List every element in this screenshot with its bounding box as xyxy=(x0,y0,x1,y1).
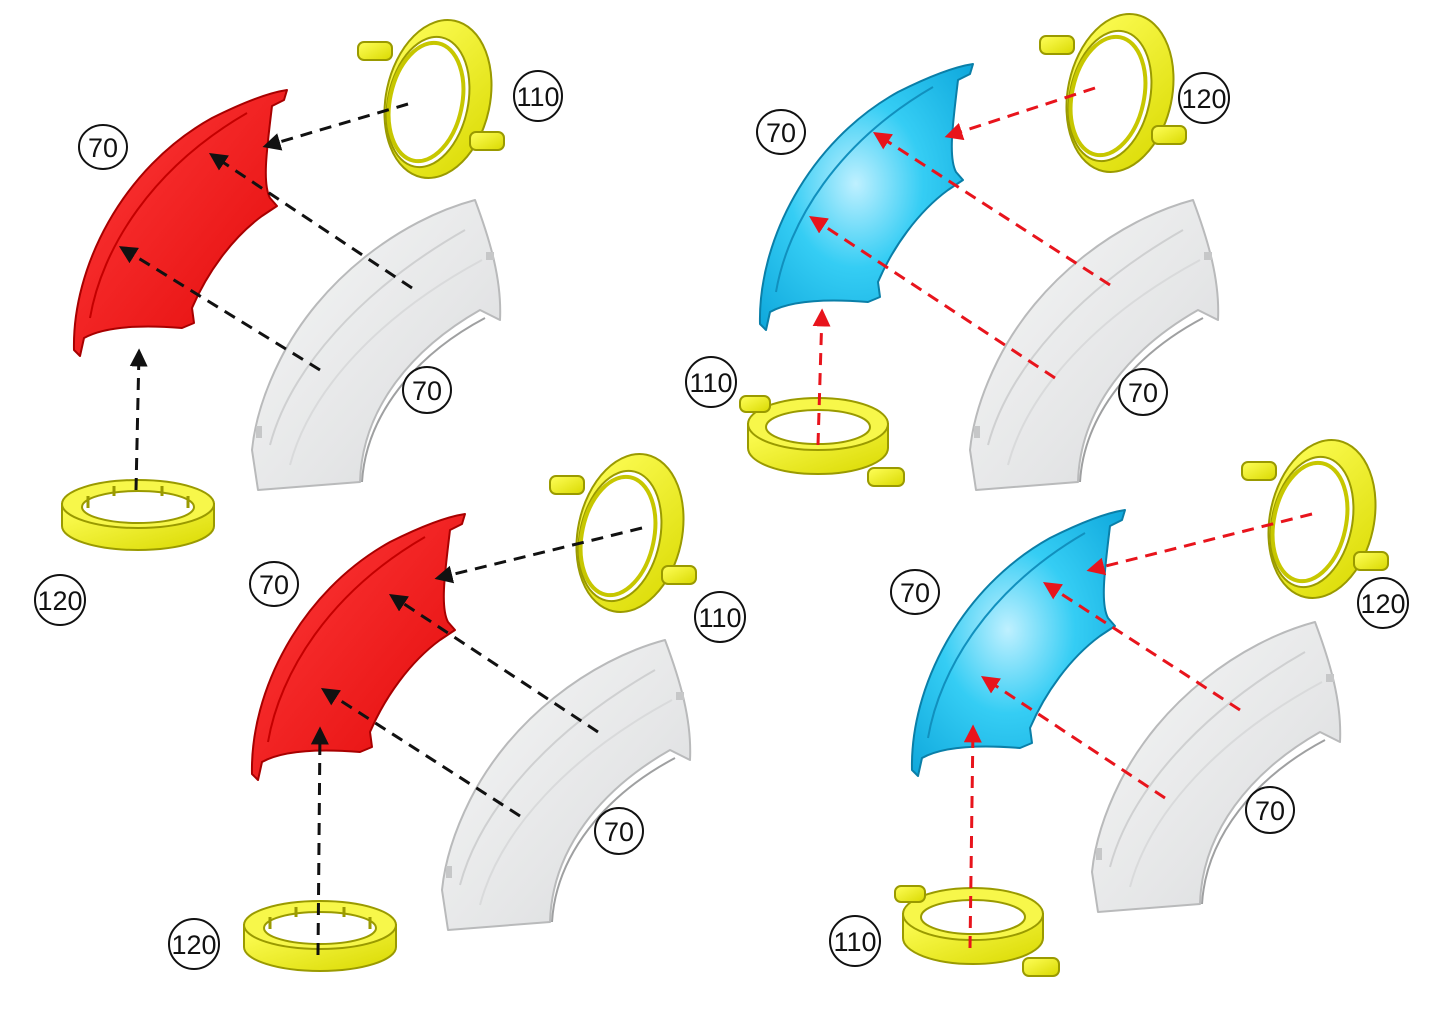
callout-section: 70 xyxy=(757,110,805,154)
callout-label: 110 xyxy=(689,368,732,398)
callout-side-ring: 120 xyxy=(1358,578,1408,628)
callout-section: 70 xyxy=(891,570,939,614)
callout-label: 110 xyxy=(833,927,876,957)
panel-top-right xyxy=(740,4,1218,490)
ring-part-flat xyxy=(244,901,396,971)
callout-label: 70 xyxy=(259,570,289,600)
callout-elbow: 70 xyxy=(403,367,451,413)
callout-label: 110 xyxy=(516,82,559,112)
callout-label: 120 xyxy=(171,930,216,960)
callout-bottom-ring: 120 xyxy=(35,575,85,625)
ring-part-flat xyxy=(62,480,214,550)
callout-label: 70 xyxy=(604,817,634,847)
callout-elbow: 70 xyxy=(595,808,643,854)
elbow-part xyxy=(442,640,690,930)
callout-elbow: 70 xyxy=(1119,369,1167,415)
callout-label: 120 xyxy=(1181,84,1226,114)
panel-bottom-left xyxy=(244,444,697,971)
ring-part-side xyxy=(358,10,505,188)
callout-label: 120 xyxy=(37,586,82,616)
callout-label: 110 xyxy=(698,603,741,633)
ring-part-flat xyxy=(895,886,1059,976)
callout-label: 70 xyxy=(1255,796,1285,826)
callout-bottom-ring: 110 xyxy=(830,916,880,966)
ring-part-flat xyxy=(740,396,904,486)
callout-side-ring: 120 xyxy=(1179,73,1229,123)
elbow-part xyxy=(970,200,1218,490)
elbow-part xyxy=(1092,622,1340,912)
callout-section: 70 xyxy=(250,562,298,606)
section-part-blue xyxy=(760,64,973,330)
section-part-blue xyxy=(912,510,1125,776)
ring-part-side xyxy=(1242,430,1389,608)
elbow-part xyxy=(252,200,500,490)
panel-top-left xyxy=(62,10,505,550)
callout-bottom-ring: 110 xyxy=(686,357,736,407)
section-part-red xyxy=(252,514,465,780)
ring-part-side xyxy=(550,444,697,622)
callout-label: 70 xyxy=(766,118,796,148)
callout-section: 70 xyxy=(79,125,127,169)
callout-elbow: 70 xyxy=(1246,787,1294,833)
callout-label: 70 xyxy=(88,133,118,163)
callout-label: 70 xyxy=(412,376,442,406)
callout-bottom-ring: 120 xyxy=(169,919,219,969)
ring-part-side xyxy=(1040,4,1187,182)
callout-label: 70 xyxy=(900,578,930,608)
panel-bottom-right xyxy=(895,430,1389,976)
callout-label: 70 xyxy=(1128,378,1158,408)
callout-side-ring: 110 xyxy=(695,592,745,642)
callout-side-ring: 110 xyxy=(514,71,562,121)
callout-label: 120 xyxy=(1360,589,1405,619)
